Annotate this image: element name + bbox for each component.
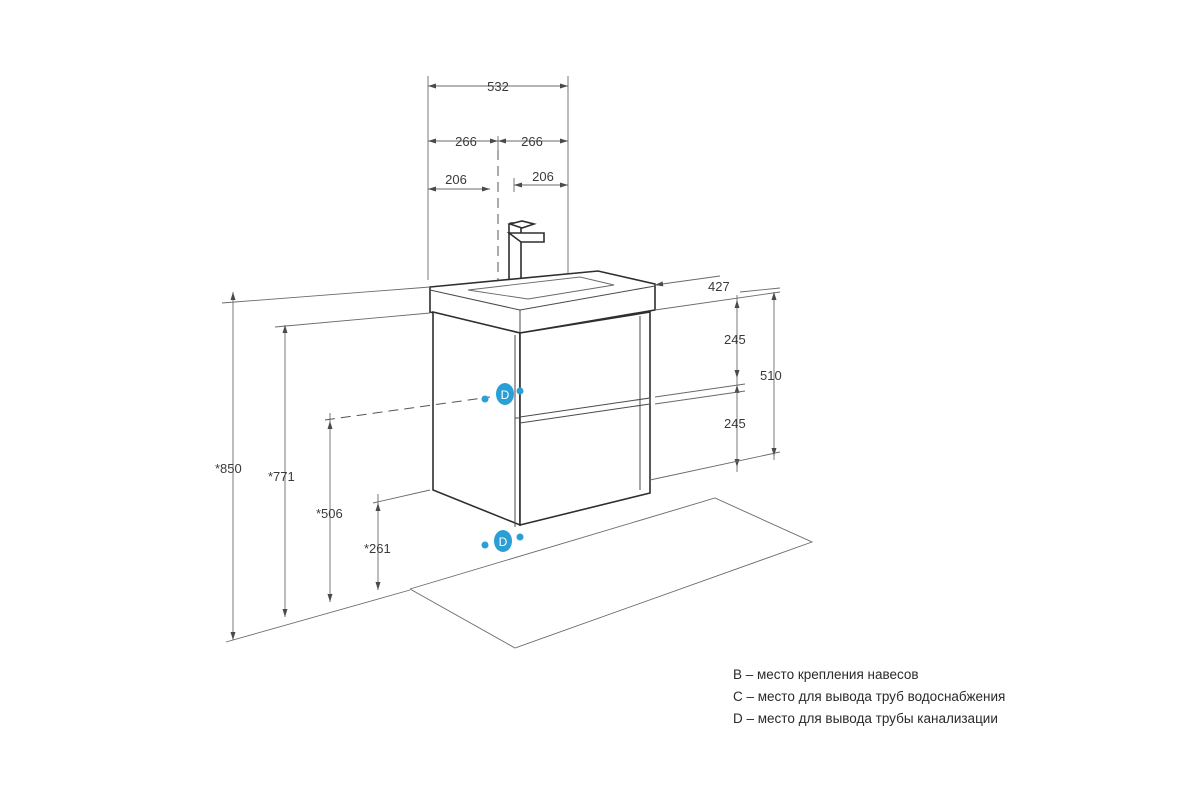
dim-half-right: 266	[521, 134, 543, 149]
dim-height-850: *850	[215, 461, 242, 476]
legend-item-c: C – место для вывода труб водоснабжения	[733, 689, 1006, 704]
floor-outline	[409, 497, 814, 649]
legend-item-b: B – место крепления навесов	[733, 667, 919, 682]
dim-offset-left: 206	[445, 172, 467, 187]
left-dimensions	[221, 286, 491, 643]
marker-upper-d: D	[481, 383, 524, 405]
dim-height-771: *771	[268, 469, 295, 484]
legend: B – место крепления навесов C – место дл…	[733, 664, 1005, 730]
cabinet	[432, 310, 651, 527]
right-dimensions	[649, 275, 781, 481]
dim-height-upper: 245	[724, 332, 746, 347]
legend-item-d: D – место для вывода трубы канализации	[733, 711, 998, 726]
dim-offset-right: 206	[532, 169, 554, 184]
dim-half-left: 266	[455, 134, 477, 149]
dim-height-total-side: 510	[760, 368, 782, 383]
dim-height-261: *261	[364, 541, 391, 556]
dim-height-506: *506	[316, 506, 343, 521]
marker-lower-label: D	[499, 535, 508, 549]
dim-height-lower: 245	[724, 416, 746, 431]
marker-upper-label: D	[501, 388, 510, 402]
faucet	[506, 220, 545, 284]
marker-lower-d: D	[481, 530, 524, 552]
basin	[429, 270, 656, 334]
dim-depth: 427	[708, 279, 730, 294]
top-dimensions	[427, 76, 569, 380]
dim-total-width: 532	[487, 79, 509, 94]
